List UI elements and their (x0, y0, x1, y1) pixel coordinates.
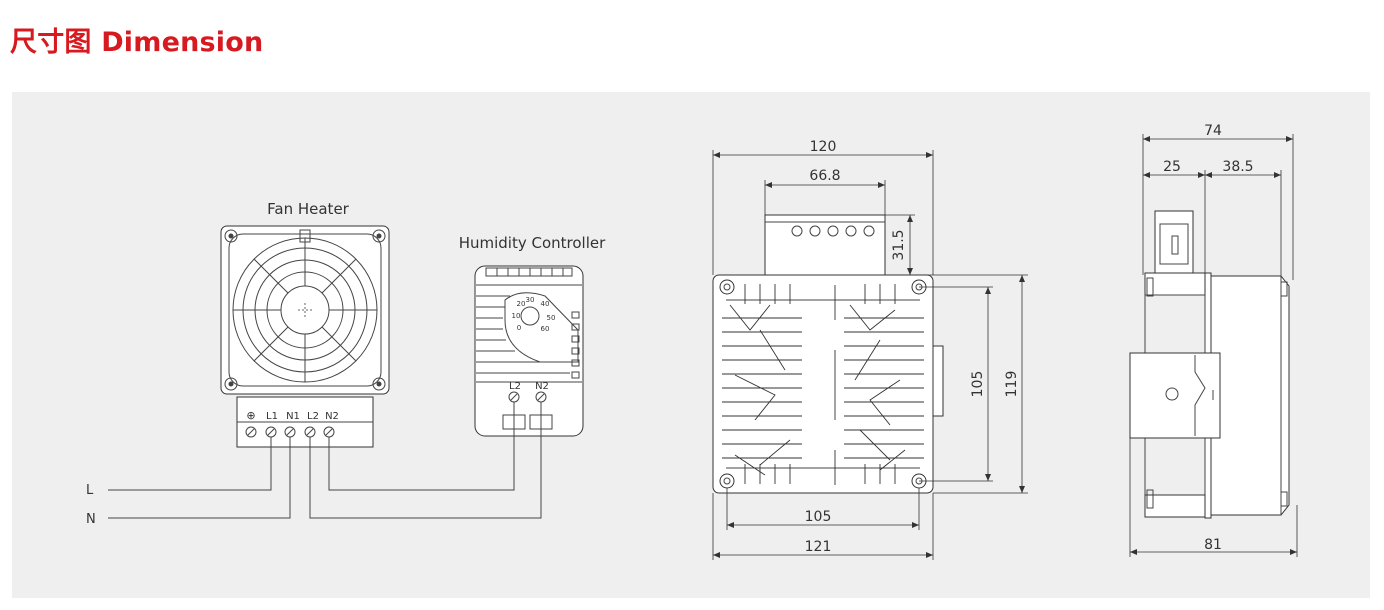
terminal-label: N2 (325, 411, 339, 422)
page-title: 尺寸图 Dimension (10, 27, 264, 58)
dim-block-height: 31.5 (891, 229, 907, 260)
dim-block-width: 66.8 (809, 168, 840, 184)
line-label-l: L (86, 483, 94, 498)
fan-heater (220, 225, 390, 395)
dim-total-bottom: 81 (1204, 537, 1222, 553)
side-dimensions: 74 25 38.5 81 (1129, 123, 1298, 557)
terminal-label: N1 (286, 411, 300, 422)
front-dimensions: 120 66.8 31.5 105 119 105 121 (712, 139, 1028, 560)
dial-mark: 10 (512, 312, 521, 320)
controller-terminal-label: N2 (535, 381, 549, 392)
dim-width-bottom: 121 (805, 539, 832, 555)
humidity-controller: 30 20 10 0 40 50 60 L2 N2 (474, 265, 584, 437)
line-label-n: N (86, 512, 96, 527)
dial-mark: 0 (517, 324, 521, 332)
controller-terminal-label: L2 (509, 381, 521, 392)
dim-body-height: 119 (1004, 371, 1020, 398)
dim-part-a: 25 (1163, 159, 1181, 175)
terminal-label: L2 (307, 411, 319, 422)
terminal-block: ⊕ L1 N1 L2 N2 (236, 396, 374, 448)
dim-part-b: 38.5 (1222, 159, 1253, 175)
humidity-controller-label: Humidity Controller (459, 234, 606, 252)
terminal-label: ⊕ (246, 409, 255, 422)
dial-mark: 20 (517, 300, 526, 308)
side-view: 74 25 38.5 81 (1129, 123, 1298, 557)
dial-mark: 30 (526, 296, 535, 304)
dim-hole-horizontal: 105 (805, 509, 832, 525)
dial-mark: 40 (541, 300, 550, 308)
dim-hole-vertical: 105 (970, 371, 986, 398)
fan-heater-label: Fan Heater (267, 200, 350, 218)
dial-mark: 60 (541, 325, 550, 333)
front-view: 120 66.8 31.5 105 119 105 121 (712, 139, 1028, 560)
terminal-label: L1 (266, 411, 278, 422)
wiring-diagram: Fan Heater Humidity Controller (86, 200, 606, 527)
dim-total-top: 74 (1204, 123, 1222, 139)
dial-mark: 50 (547, 314, 556, 322)
dim-width-top: 120 (810, 139, 837, 155)
wiring-lines: L N (86, 402, 542, 527)
